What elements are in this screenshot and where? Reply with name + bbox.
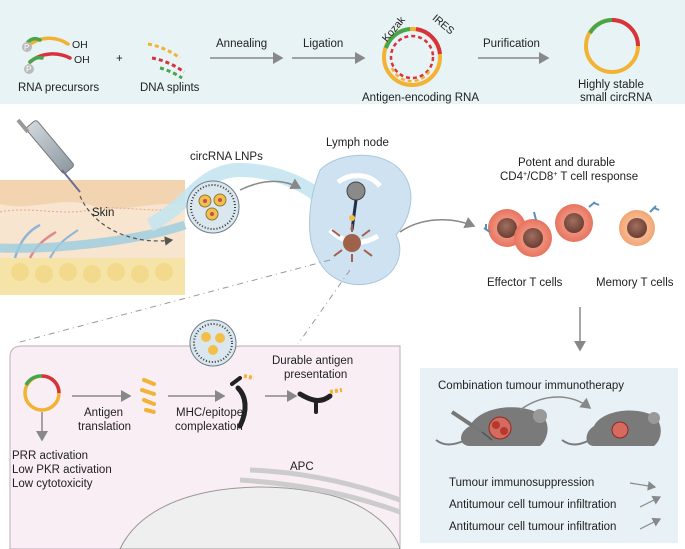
oh-label-2: OH xyxy=(74,54,90,66)
plus-sign: + xyxy=(116,53,123,65)
apc-circrna-icon xyxy=(23,374,61,412)
stable-label-1: Highly stable xyxy=(578,79,644,91)
dna-splints-label: DNA splints xyxy=(140,82,200,94)
lnp-icon xyxy=(186,180,240,234)
treatment-arrow xyxy=(519,396,592,411)
dendritic-cell-icon xyxy=(331,224,373,262)
rna-precursors-icon: P P OH OH xyxy=(22,36,90,74)
synthesis-panel-background xyxy=(0,0,685,104)
lymph-node-icon xyxy=(309,154,412,286)
prr-label: PRR activation xyxy=(12,450,88,462)
combo-panel: Combination tumour immunotherapy Tumour … xyxy=(420,368,678,543)
p-label-1: P xyxy=(24,43,29,52)
oh-label-1: OH xyxy=(72,39,88,51)
combo-title: Combination tumour immunotherapy xyxy=(438,380,624,392)
antigen-rna-label: Antigen-encoding RNA xyxy=(362,92,479,104)
effector-t-cells-icon xyxy=(483,201,600,257)
zoom-line-2 xyxy=(297,269,351,345)
response-sup2: + xyxy=(553,171,557,178)
response-sup1: + xyxy=(523,171,527,178)
antigen-translation-label-2: translation xyxy=(78,421,131,433)
combo-arrow-2 xyxy=(639,495,662,508)
stable-label-2: small circRNA xyxy=(580,92,653,104)
p-label-2: P xyxy=(26,65,31,74)
skin-label: Skin xyxy=(92,207,114,219)
combo-line-3: Antitumour cell tumour infiltration xyxy=(449,521,616,533)
effector-label: Effector T cells xyxy=(487,277,563,289)
peptide-icon xyxy=(140,378,156,414)
circrna-icon xyxy=(584,18,640,74)
lymph-to-tcell-arrow xyxy=(399,217,476,233)
skin-illustration xyxy=(0,180,187,295)
response-tail: T cell response xyxy=(557,171,638,183)
syringe-icon xyxy=(16,118,81,193)
combo-line-2: Antitumour cell tumour infiltration xyxy=(449,499,616,511)
pkr-label: Low PKR activation xyxy=(12,464,112,476)
apc-label: APC xyxy=(290,461,314,473)
memory-t-cell-icon xyxy=(619,205,660,246)
combo-line-1: Tumour immunosuppression xyxy=(449,477,594,489)
memory-label: Memory T cells xyxy=(596,277,674,289)
lymphatic-vessel xyxy=(146,162,337,232)
response-cd8: /CD8 xyxy=(527,171,553,183)
ligation-label: Ligation xyxy=(303,38,343,50)
injector-small-icon xyxy=(450,410,493,441)
response-label-2: CD4+/CD8+ T cell response xyxy=(500,171,638,183)
combo-arrow-1 xyxy=(629,481,657,491)
lnp-to-lymph-arrow xyxy=(239,178,302,191)
durable-label-2: presentation xyxy=(284,369,347,381)
zoom-line-1 xyxy=(19,259,331,343)
mhc-label-1: MHC/epitope xyxy=(176,407,243,419)
annealing-label: Annealing xyxy=(216,38,267,50)
mouse-treated-icon xyxy=(561,410,661,446)
mhc-complex-icon xyxy=(230,374,255,429)
mouse-tumour-icon xyxy=(435,407,548,446)
mhc-label-2: complexation xyxy=(175,421,243,433)
antigen-translation-label-1: Antigen xyxy=(84,407,123,419)
combo-panel-background xyxy=(420,368,678,543)
purification-label: Purification xyxy=(483,38,540,50)
rna-precursors-label: RNA precursors xyxy=(18,82,99,94)
response-cd4: CD4 xyxy=(500,171,524,183)
lnp-label: circRNA LNPs xyxy=(190,151,263,163)
synthesis-panel: P P OH OH RNA precursors + DNA splints A… xyxy=(0,0,685,104)
response-label-1: Potent and durable xyxy=(518,157,615,169)
cyto-label: Low cytotoxicity xyxy=(12,478,93,490)
presented-antigen-icon xyxy=(297,388,343,414)
durable-label-1: Durable antigen xyxy=(272,355,353,367)
dna-splints-icon xyxy=(147,42,185,80)
annealed-circrna-icon xyxy=(382,27,442,87)
combo-arrow-3 xyxy=(639,517,662,530)
lnp-docking-icon xyxy=(189,319,237,367)
lymph-node-label: Lymph node xyxy=(326,137,389,149)
